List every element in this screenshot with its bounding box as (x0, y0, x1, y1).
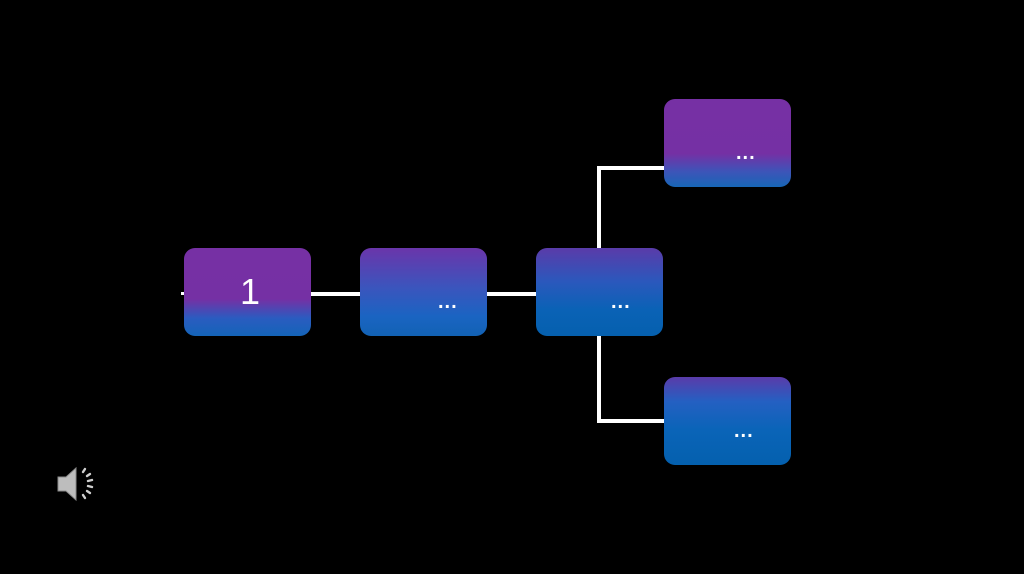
connector-3-up-horizontal (597, 166, 692, 170)
node-4-label: ... (736, 142, 756, 164)
speaker-icon[interactable] (56, 464, 100, 504)
node-5-label: ... (734, 420, 754, 442)
diagram-node-3[interactable]: ... (536, 248, 663, 336)
node-3-label: ... (611, 291, 631, 313)
connector-2-3 (487, 292, 538, 296)
connector-3-down-horizontal (597, 419, 692, 423)
connector-tail-stub (181, 292, 185, 295)
connector-1-2 (311, 292, 362, 296)
diagram-node-2[interactable]: ... (360, 248, 487, 336)
connector-3-up-vertical (597, 166, 601, 249)
diagram-node-1[interactable]: 1 (184, 248, 311, 336)
diagram-node-5[interactable]: ... (664, 377, 791, 465)
diagram-node-4[interactable]: ... (664, 99, 791, 187)
node-1-label: 1 (240, 271, 261, 312)
connector-3-down-vertical (597, 336, 601, 422)
node-2-label: ... (438, 291, 458, 313)
